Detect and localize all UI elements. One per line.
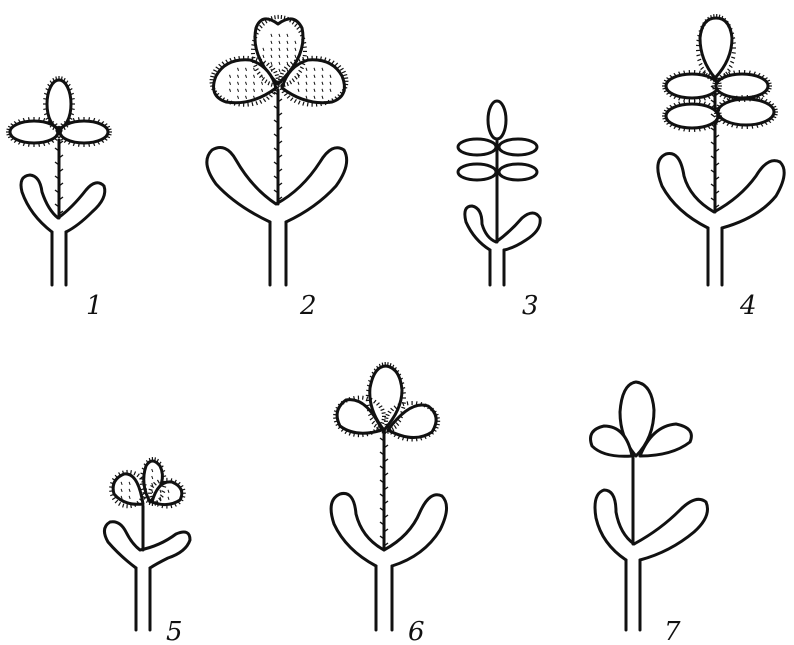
seedling-2: 2 (207, 15, 349, 321)
seedling-4-label: 4 (739, 291, 757, 321)
seedling-6-stem (376, 566, 392, 630)
seedling-6-cotyledons (331, 493, 446, 566)
seedling-4-leaflet-lower-right (718, 99, 774, 125)
seedling-7-cotyledons (595, 490, 708, 560)
seedling-4-cotyledons (658, 153, 784, 228)
seedling-3-leaflet-lower-left (458, 164, 496, 180)
seedling-3-leaflet-upper-left (458, 139, 496, 155)
seedling-5-label: 5 (166, 617, 183, 645)
seedling-1-label: 1 (86, 291, 103, 321)
seedling-6-label: 6 (408, 617, 425, 645)
seedling-3-label: 3 (522, 291, 539, 321)
seedling-7: 7 (591, 382, 708, 645)
seedling-3-cotyledons (465, 206, 540, 250)
seedling-7-label: 7 (664, 617, 681, 645)
seedling-2-stem (270, 222, 286, 285)
seedling-3-stem (490, 250, 504, 285)
seedling-4-leaflet-top (700, 18, 732, 78)
seedling-4-leaflet-lower-left (666, 104, 718, 128)
seedling-1: 1 (6, 76, 112, 321)
seedling-5-leaflet-left (113, 474, 143, 504)
seedling-6: 6 (331, 362, 446, 645)
seedling-5-stem (136, 568, 150, 630)
seedling-1-leaflet-left (10, 121, 58, 143)
seedling-3: 3 (458, 101, 540, 321)
seedling-5-cotyledons (104, 522, 190, 568)
seedling-5: 5 (104, 457, 190, 645)
seedling-1-leaflet-top (47, 80, 71, 128)
seedling-1-stem (52, 232, 66, 285)
seedling-3-leaflet-lower-right (499, 164, 537, 180)
seedling-3-leaflet-top (488, 101, 506, 139)
seedling-4-leaflet-upper-right (716, 74, 768, 98)
seedling-4: 4 (658, 14, 784, 321)
seedling-1-leaflet-right (60, 121, 108, 143)
seedling-4-leaflet-upper-left (666, 74, 718, 98)
seedling-7-stem (626, 560, 640, 630)
seedling-2-label: 2 (299, 291, 317, 321)
seedling-4-stem (708, 228, 722, 285)
seedling-3-leaflet-upper-right (499, 139, 537, 155)
